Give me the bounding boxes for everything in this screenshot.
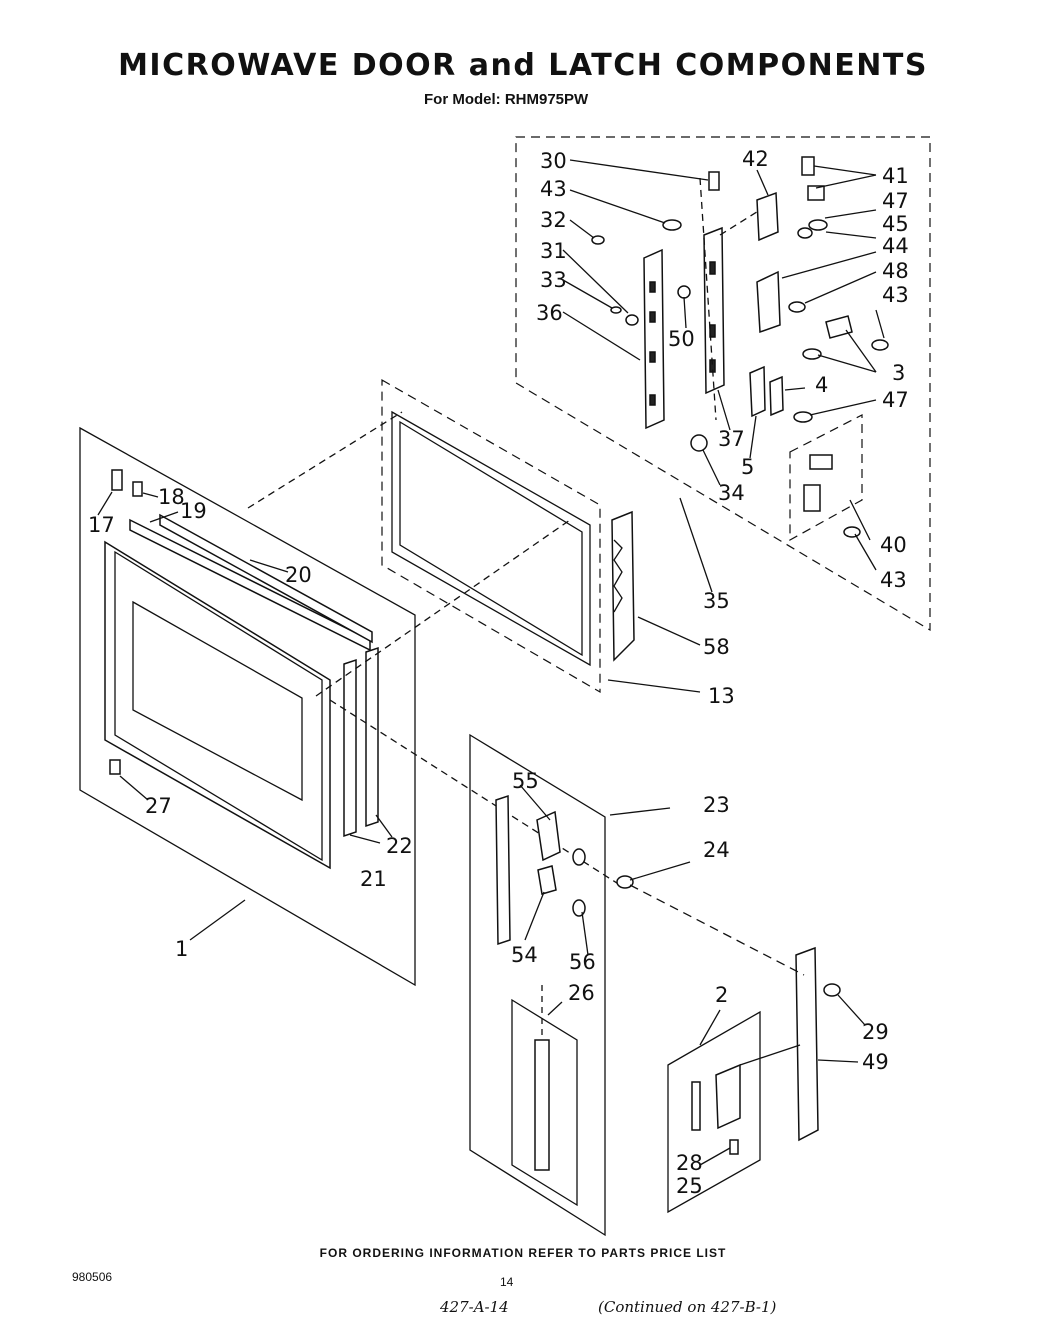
- callout-34: 34: [718, 481, 745, 505]
- latch-panel-23: [469, 733, 606, 1237]
- callout-36: 36: [536, 301, 563, 325]
- callout-43c: 43: [880, 568, 907, 592]
- callout-23: 23: [703, 793, 730, 817]
- callout-2: 2: [715, 983, 728, 1007]
- spring-subpanel-26: [511, 998, 578, 1207]
- callout-29: 29: [862, 1020, 889, 1044]
- callout-22: 22: [386, 834, 413, 858]
- callout-24: 24: [703, 838, 730, 862]
- callout-1: 1: [175, 937, 188, 961]
- spring-26: [534, 1039, 550, 1171]
- callout-31: 31: [540, 239, 567, 263]
- screw-17: [111, 469, 123, 491]
- door-frame: [104, 540, 331, 870]
- model-subtitle: For Model: RHM975PW: [424, 91, 589, 108]
- screw-25: [729, 1139, 739, 1155]
- screw-48: [788, 301, 806, 313]
- catch-panel-2: [667, 1010, 761, 1214]
- callout-37: 37: [718, 427, 745, 451]
- plate-5: [749, 365, 766, 418]
- screw-29: [823, 983, 841, 997]
- callout-30: 30: [540, 149, 567, 173]
- callout-43b: 43: [882, 283, 909, 307]
- callout-27: 27: [145, 794, 172, 818]
- callout-18: 18: [158, 485, 185, 509]
- callout-48: 48: [882, 259, 909, 283]
- strip-22: [365, 646, 379, 828]
- clip-41: [801, 156, 815, 176]
- page-title: MICROWAVE DOOR and LATCH COMPONENTS: [118, 48, 928, 83]
- document-code: 980506: [72, 1270, 113, 1284]
- switch-40b: [803, 484, 821, 512]
- callout-50: 50: [668, 327, 695, 351]
- callout-33: 33: [540, 268, 567, 292]
- callout-35: 35: [703, 589, 730, 613]
- callout-19: 19: [180, 499, 207, 523]
- clip-47: [807, 185, 825, 201]
- latch-hook-55: [536, 810, 561, 862]
- latch-arm: [495, 794, 511, 946]
- handwritten-note-left: 427-A-14: [440, 1298, 509, 1316]
- callout-49: 49: [862, 1050, 889, 1074]
- switch-subpanel: [789, 414, 863, 542]
- callout-42: 42: [742, 147, 769, 171]
- ordering-footer: FOR ORDERING INFORMATION REFER TO PARTS …: [319, 1246, 727, 1260]
- strip-21: [343, 658, 357, 838]
- door-panel-1: [79, 426, 416, 987]
- callout-25: 25: [676, 1174, 703, 1198]
- latch-bracket-36: [643, 248, 665, 430]
- screw-18: [132, 481, 143, 497]
- page-number: 14: [500, 1275, 514, 1289]
- callout-40: 40: [880, 533, 907, 557]
- leader-lines-lower: [629, 884, 866, 1166]
- callout-41: 41: [882, 164, 909, 188]
- latch-hook-54: [537, 865, 557, 895]
- washer-56: [572, 848, 586, 866]
- latch-3: [825, 315, 853, 339]
- latch-bar-37: [703, 226, 725, 395]
- callout-5: 5: [741, 455, 754, 479]
- leader-lines-center: [519, 784, 691, 1016]
- callout-47b: 47: [882, 388, 909, 412]
- catch-28: [715, 1063, 741, 1130]
- grommet-34: [690, 434, 708, 452]
- screw-45: [808, 219, 828, 231]
- vent-bracket-58: [611, 510, 635, 662]
- callout-4: 4: [815, 373, 828, 397]
- leader-lines-upper: [562, 159, 885, 693]
- callout-3: 3: [892, 361, 905, 385]
- callout-56: 56: [569, 950, 596, 974]
- leader-lines-door: [97, 411, 621, 941]
- callout-13: 13: [708, 684, 735, 708]
- bracket-44: [756, 270, 781, 334]
- callout-26: 26: [568, 981, 595, 1005]
- callout-58: 58: [703, 635, 730, 659]
- latch-assembly-panel: [515, 136, 931, 632]
- handwritten-note-right: (Continued on 427-B-1): [598, 1298, 777, 1316]
- screw-30: [708, 171, 720, 191]
- screw-27: [109, 759, 121, 775]
- callout-55: 55: [512, 769, 539, 793]
- callout-32: 32: [540, 208, 567, 232]
- callout-20: 20: [285, 563, 312, 587]
- latch-bar-49: [795, 946, 819, 1142]
- callout-44: 44: [882, 234, 909, 258]
- callout-21: 21: [360, 867, 387, 891]
- callout-43: 43: [540, 177, 567, 201]
- callout-17: 17: [88, 513, 115, 537]
- callout-47: 47: [882, 189, 909, 213]
- screw-24: [616, 875, 634, 889]
- callout-labels: 30 42 41 43 47 32 45 31 44 48 33 43 36 5…: [88, 147, 909, 1198]
- callout-54: 54: [511, 943, 538, 967]
- plate-4: [769, 375, 784, 417]
- choke-frame-13: [381, 378, 601, 694]
- hinge-plate-42: [756, 191, 779, 242]
- callout-28: 28: [676, 1151, 703, 1175]
- switch-40a: [809, 454, 833, 470]
- callout-45: 45: [882, 212, 909, 236]
